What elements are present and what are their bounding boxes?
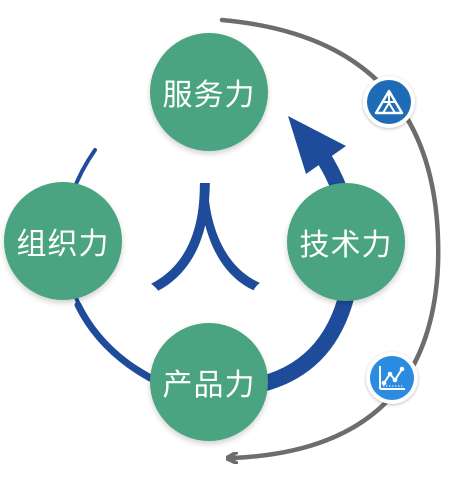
node-technology-label: 技术力 [299,228,393,263]
node-product-label: 产品力 [162,368,256,403]
blue-arrowhead [288,116,346,174]
node-service: 服务力 [150,33,268,151]
node-technology: 技术力 [287,183,405,301]
node-organization: 组织力 [4,182,122,300]
center-person-character: 人 [145,171,264,310]
left-blue-arc-thick [74,301,154,382]
line-chart-badge [366,352,418,404]
triangle-network-icon [367,80,411,124]
node-service-label: 服务力 [162,78,256,113]
node-organization-label: 组织力 [16,227,110,262]
outer-gray-arc [219,17,441,458]
triangle-network-badge [363,76,415,128]
node-product: 产品力 [150,323,268,441]
line-chart-icon [370,356,414,400]
